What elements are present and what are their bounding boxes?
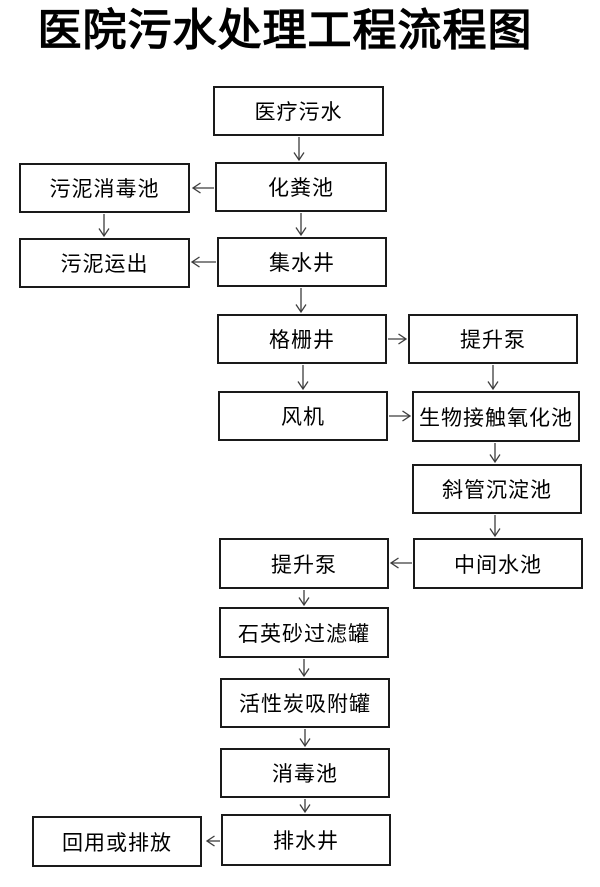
node-drainage-well: 排水井: [221, 814, 391, 866]
node-sludge-removal: 污泥运出: [19, 238, 190, 288]
node-intermediate-water-tank: 中间水池: [413, 538, 583, 589]
page-title: 医院污水处理工程流程图: [37, 6, 533, 55]
node-activated-carbon-adsorption-tank: 活性炭吸附罐: [220, 678, 390, 728]
node-bio-contact-oxidation-tank: 生物接触氧化池: [412, 391, 580, 442]
node-inclined-tube-sedimentation-tank: 斜管沉淀池: [412, 464, 582, 514]
node-lift-pump-1: 提升泵: [408, 314, 578, 364]
node-fan: 风机: [218, 391, 388, 441]
node-sludge-disinfection-tank: 污泥消毒池: [19, 163, 190, 213]
node-collection-well: 集水井: [217, 237, 387, 287]
node-medical-sewage: 医疗污水: [213, 86, 384, 136]
node-screen-well: 格栅井: [217, 314, 387, 364]
node-disinfection-tank: 消毒池: [220, 748, 390, 798]
node-lift-pump-2: 提升泵: [219, 538, 389, 589]
node-reuse-or-discharge: 回用或排放: [32, 816, 202, 867]
node-septic-tank: 化粪池: [215, 162, 387, 212]
node-quartz-sand-filter-tank: 石英砂过滤罐: [219, 607, 389, 658]
